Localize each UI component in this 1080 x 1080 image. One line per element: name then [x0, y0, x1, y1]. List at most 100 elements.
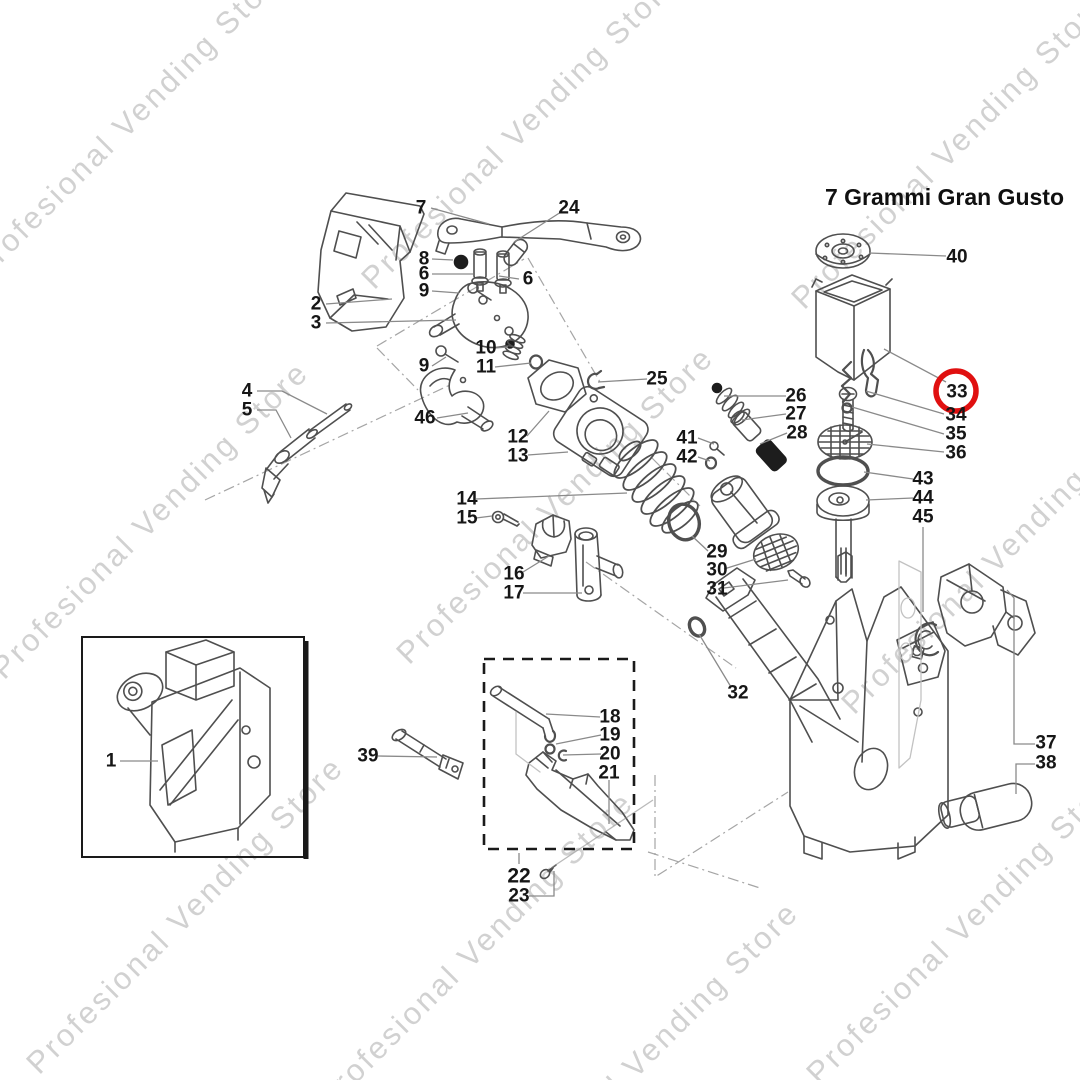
part-label-10: 10 [475, 338, 496, 359]
part-label-36: 36 [945, 443, 966, 464]
part-label-6b: 6 [523, 269, 534, 290]
part-2-cover-drawing [317, 192, 425, 332]
part-46-claw-drawing [419, 367, 494, 432]
part-27-stem-drawing [730, 410, 762, 442]
part-label-37: 37 [1035, 733, 1056, 754]
part-label-24: 24 [558, 198, 580, 219]
part-label-3: 3 [311, 313, 322, 334]
part-label-22: 22 [507, 865, 530, 888]
part-28-cylinder-drawing [755, 439, 787, 472]
part-40-disc-drawing [815, 233, 871, 269]
parts-drawing [116, 192, 1036, 880]
part-label-15: 15 [456, 508, 478, 529]
part-35-screw-drawing [838, 386, 858, 432]
part-32-oring-drawing [687, 616, 707, 638]
part-24-pin-drawing [503, 238, 529, 267]
part-label-17: 17 [503, 583, 524, 604]
part-42-oring-drawing [704, 456, 718, 470]
part-label-45: 45 [912, 507, 934, 528]
part-label-26: 26 [785, 386, 806, 407]
part-label-21: 21 [598, 763, 620, 784]
part-15-screw-drawing [491, 510, 520, 527]
part-36-shower-plate-drawing [817, 424, 873, 460]
part-label-9a: 9 [419, 281, 430, 302]
part-label-1: 1 [106, 751, 117, 772]
part-label-27: 27 [785, 404, 806, 425]
part-label-16: 16 [503, 564, 524, 585]
part-label-40: 40 [946, 247, 967, 268]
part-4-5-rod-drawing [261, 403, 353, 504]
watermark-text: Profesional Vending Store [784, 0, 1080, 316]
diagram-title: 7 Grammi Gran Gusto [825, 184, 1064, 210]
part-label-25: 25 [646, 369, 668, 390]
part-label-12: 12 [507, 427, 528, 448]
part-label-28: 28 [786, 423, 807, 444]
part-9-screw-drawing [435, 345, 459, 363]
highlight-circle-33 [933, 368, 979, 414]
part-20-clip-drawing [557, 749, 568, 762]
part-16-clamp-drawing [531, 514, 572, 567]
part-39-rod-drawing [391, 728, 464, 780]
part-label-38: 38 [1035, 753, 1056, 774]
part-label-46: 46 [414, 408, 435, 429]
part-label-14: 14 [456, 489, 478, 510]
part-label-29: 29 [706, 542, 727, 563]
part-21-plate-drawing [515, 711, 635, 841]
part-1-assembly-drawing [116, 639, 271, 853]
watermark-text: Profesional Vending Store [309, 784, 640, 1080]
watermark-text: Profesional Vending Store [0, 354, 316, 685]
watermark-text: Profesional Vending Store [389, 339, 720, 670]
axis-lines [204, 257, 789, 889]
part-label-41: 41 [676, 428, 698, 449]
part-6-screw-drawing [494, 250, 512, 294]
watermark-text: Profesional Vending Store [19, 749, 350, 1080]
part-30-shower-disc-drawing [752, 533, 800, 572]
part-label-9b: 9 [419, 356, 430, 377]
watermark-text: Profesional Vending Store [0, 0, 296, 286]
part-label-6a: 6 [419, 264, 430, 285]
part-18-rod-drawing [489, 685, 557, 743]
part-label-33: 33 [946, 382, 967, 403]
part-6-screw-drawing [471, 248, 489, 292]
part-7-lever-drawing [435, 217, 642, 255]
part-frame-drawing [705, 551, 949, 860]
part-10-spring-drawing [502, 333, 526, 361]
part-29-oring-drawing [666, 502, 702, 542]
part-label-20: 20 [599, 744, 620, 765]
part-label-35: 35 [945, 424, 967, 445]
part-label-39: 39 [357, 746, 378, 767]
part-11-oring-drawing [528, 354, 544, 370]
part-25-circlip-drawing [586, 369, 606, 390]
part-label-19: 19 [599, 725, 620, 746]
part-label-23: 23 [508, 886, 529, 907]
part-44-piston-drawing [816, 485, 870, 583]
part-label-31: 31 [706, 579, 728, 600]
part-41-bolt-drawing [709, 441, 725, 456]
part-label-34: 34 [945, 405, 967, 426]
part-33-hopper-hook-drawing [811, 274, 893, 398]
part-8-nut-drawing [453, 254, 469, 270]
part-piston-drawing [710, 475, 780, 550]
part-38-knob-drawing [937, 782, 1033, 831]
part-43-oring-drawing [816, 455, 870, 487]
part-37-bracket-drawing [937, 563, 1036, 656]
part-label-8: 8 [419, 249, 430, 270]
part-label-44: 44 [912, 488, 934, 509]
part-label-5: 5 [242, 400, 253, 421]
part-label-18: 18 [599, 707, 620, 728]
part-label-42: 42 [676, 447, 697, 468]
part-label-4: 4 [242, 381, 253, 402]
part-label-2: 2 [311, 294, 322, 315]
part-31-pin-drawing [787, 569, 811, 588]
part-label-30: 30 [706, 560, 727, 581]
part-label-43: 43 [912, 469, 933, 490]
part-label-13: 13 [507, 446, 528, 467]
part-label-7: 7 [416, 198, 427, 219]
part-label-32: 32 [727, 683, 748, 704]
part-label-11: 11 [476, 357, 497, 378]
part-14-spring-drawing [613, 439, 699, 534]
